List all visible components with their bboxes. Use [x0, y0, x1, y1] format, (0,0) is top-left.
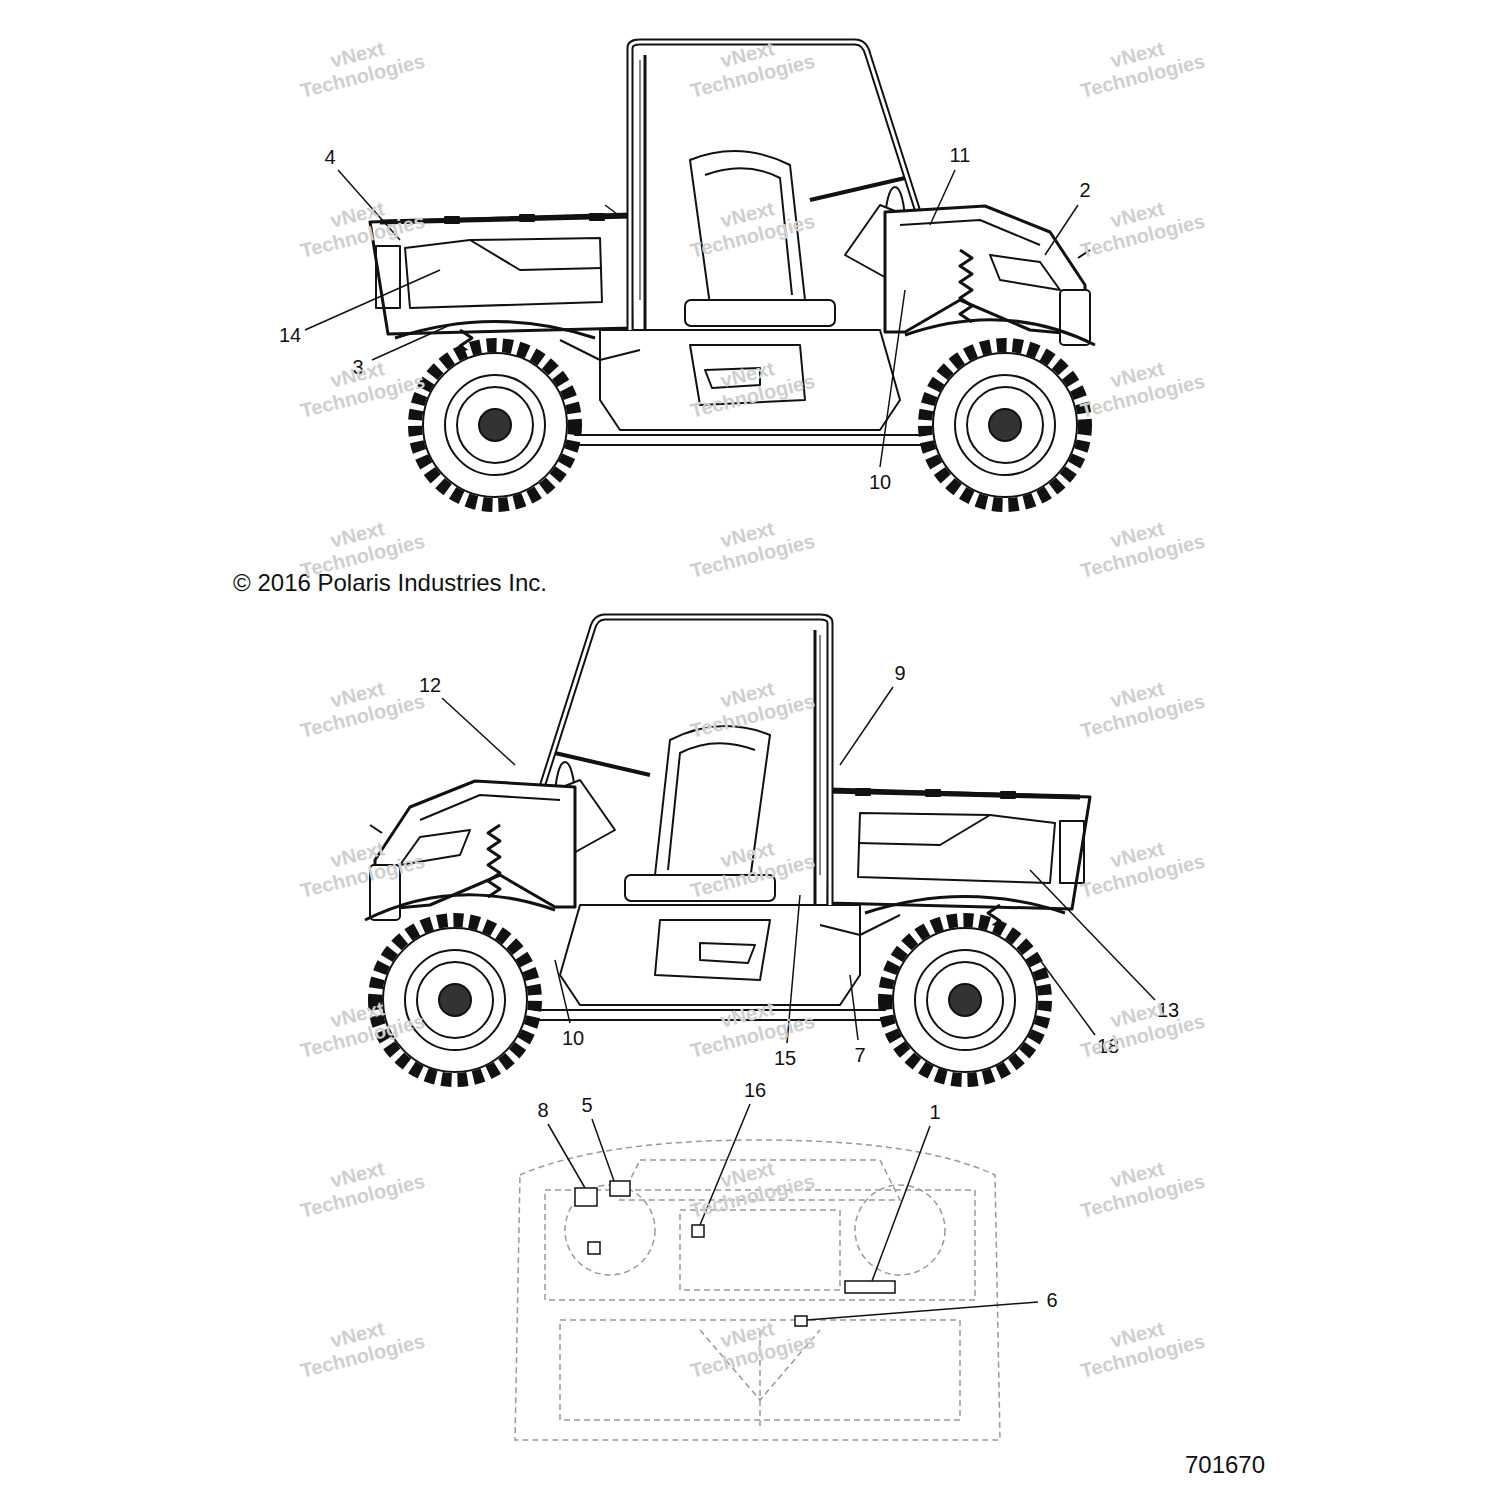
vehicle-outline-dashed	[515, 1140, 1000, 1440]
watermark: vNext Technologies	[1069, 1147, 1211, 1222]
callout-number: 14	[279, 324, 301, 346]
watermark: vNext Technologies	[289, 667, 431, 742]
watermark: vNext Technologies	[679, 187, 821, 262]
callout-number: 15	[774, 1047, 796, 1069]
watermark: vNext Technologies	[289, 187, 431, 262]
watermark: vNext Technologies	[289, 987, 431, 1062]
callout-number: 6	[1046, 1289, 1057, 1311]
watermark: vNext Technologies	[289, 1147, 431, 1222]
watermark: vNext Technologies	[679, 667, 821, 742]
callout-number: 5	[581, 1094, 592, 1116]
watermark: vNext Technologies	[1069, 27, 1211, 102]
callout-number: 8	[537, 1099, 548, 1121]
watermark: vNext Technologies	[679, 1307, 821, 1382]
vehicle-left-side	[365, 617, 1090, 1080]
callout-number: 9	[894, 662, 905, 684]
note-text: © 2016 Polaris Industries Inc.	[233, 570, 547, 596]
callout-number: 7	[854, 1044, 865, 1066]
watermark: vNext Technologies	[679, 1147, 821, 1222]
watermark: vNext Technologies	[679, 987, 821, 1062]
watermark: vNext Technologies	[1069, 507, 1211, 582]
watermark: vNext Technologies	[679, 507, 821, 582]
callout-number: 10	[869, 471, 891, 493]
callout-number: 16	[744, 1079, 766, 1101]
callout-number: 4	[324, 146, 335, 168]
watermark: vNext Technologies	[1069, 667, 1211, 742]
watermark: vNext Technologies	[679, 27, 821, 102]
callout-number: 2	[1079, 179, 1090, 201]
watermark: vNext Technologies	[1069, 827, 1211, 902]
watermark: vNext Technologies	[1069, 1307, 1211, 1382]
watermark: vNext Technologies	[1069, 347, 1211, 422]
callout-number: 10	[562, 1027, 584, 1049]
note-text: 701670	[1185, 1452, 1265, 1478]
watermark: vNext Technologies	[289, 27, 431, 102]
watermark: vNext Technologies	[289, 827, 431, 902]
watermark: vNext Technologies	[289, 1307, 431, 1382]
callout-number: 1	[929, 1101, 940, 1123]
watermark: vNext Technologies	[1069, 987, 1211, 1062]
vehicle-right-side	[370, 42, 1095, 505]
watermark: vNext Technologies	[679, 827, 821, 902]
callout-number: 11	[950, 144, 971, 166]
leader-line	[305, 170, 1155, 1320]
watermark: vNext Technologies	[679, 347, 821, 422]
